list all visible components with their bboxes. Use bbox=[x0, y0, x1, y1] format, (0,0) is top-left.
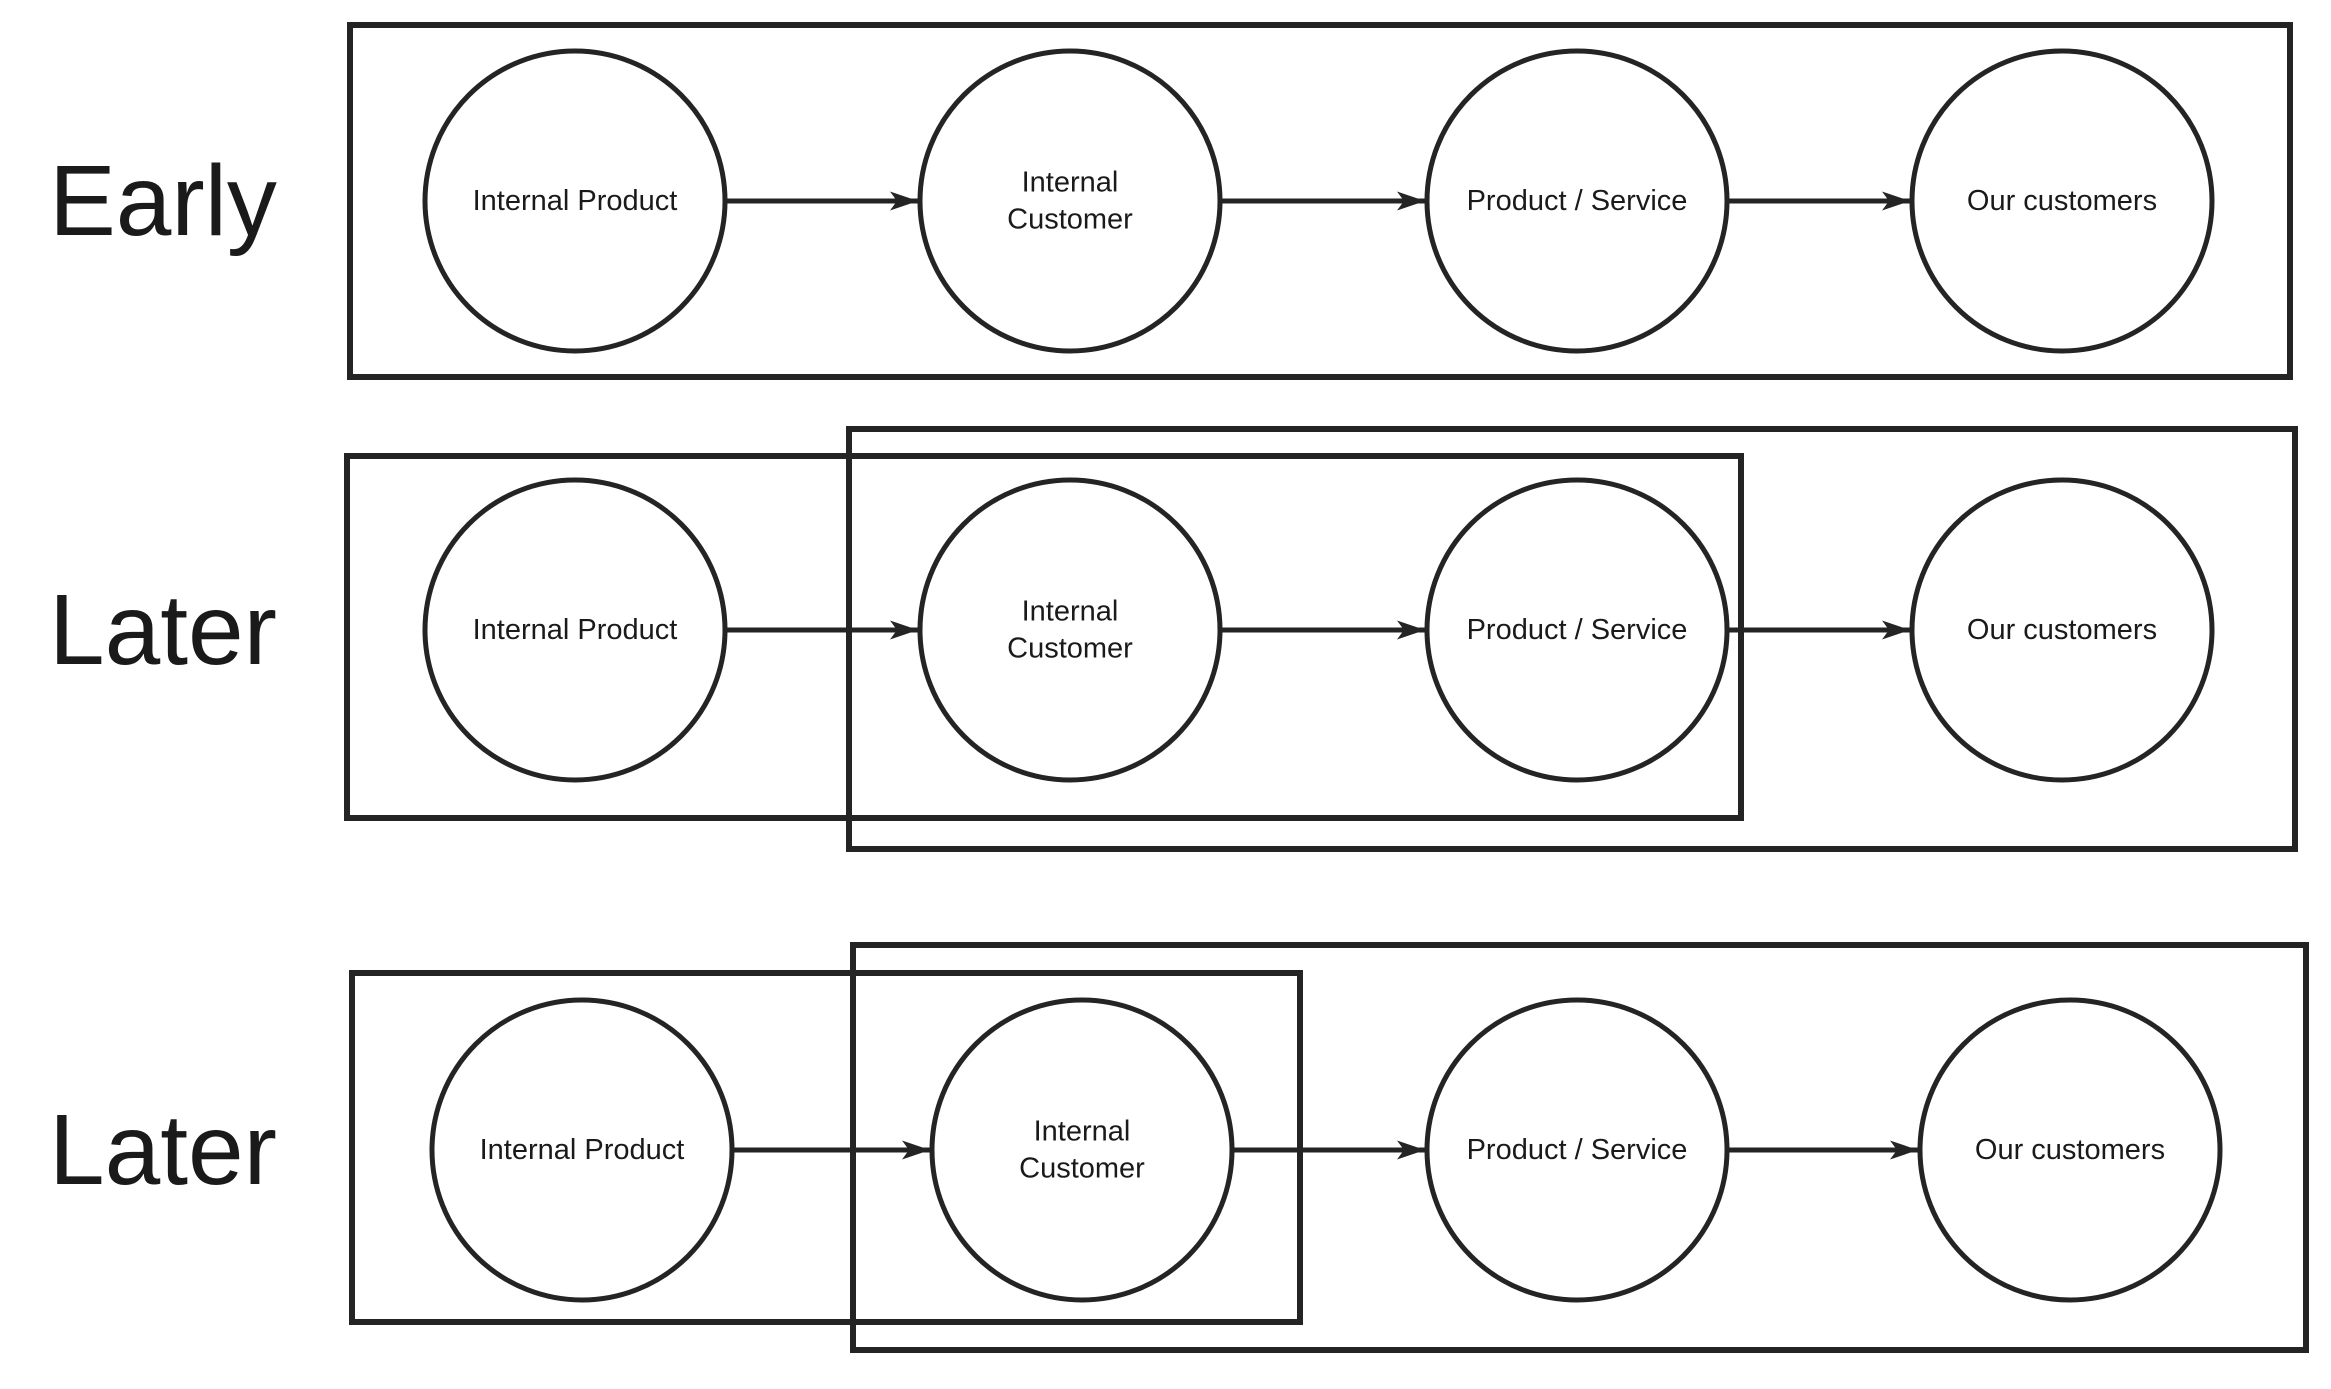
process-circle bbox=[917, 48, 1223, 354]
process-circle bbox=[1909, 48, 2215, 354]
process-circle bbox=[1917, 997, 2223, 1303]
process-circle bbox=[1424, 48, 1730, 354]
circle-label: Product / Service bbox=[1467, 614, 1688, 646]
process-circle bbox=[1424, 997, 1730, 1303]
stage-label: Early bbox=[49, 145, 277, 257]
circle-label: Product / Service bbox=[1467, 1134, 1688, 1166]
circle-label: Internal Product bbox=[480, 1134, 685, 1166]
stage-label: Later bbox=[49, 1094, 277, 1206]
circle-label: Our customers bbox=[1975, 1134, 2165, 1166]
process-circle bbox=[1424, 477, 1730, 783]
circle-label: Product / Service bbox=[1467, 185, 1688, 217]
boundary-box bbox=[347, 22, 2293, 380]
boundary-box bbox=[344, 453, 1744, 821]
process-circle bbox=[422, 48, 728, 354]
process-circle bbox=[1909, 477, 2215, 783]
process-circle bbox=[917, 477, 1223, 783]
process-circle bbox=[429, 997, 735, 1303]
process-circle bbox=[422, 477, 728, 783]
circle-label: Our customers bbox=[1967, 185, 2157, 217]
stage-label: Later bbox=[49, 574, 277, 686]
circle-label: Our customers bbox=[1967, 614, 2157, 646]
circle-label: Internal Product bbox=[473, 185, 678, 217]
boundary-box bbox=[846, 426, 2298, 852]
circle-label: Internal Product bbox=[473, 614, 678, 646]
process-circle bbox=[929, 997, 1235, 1303]
